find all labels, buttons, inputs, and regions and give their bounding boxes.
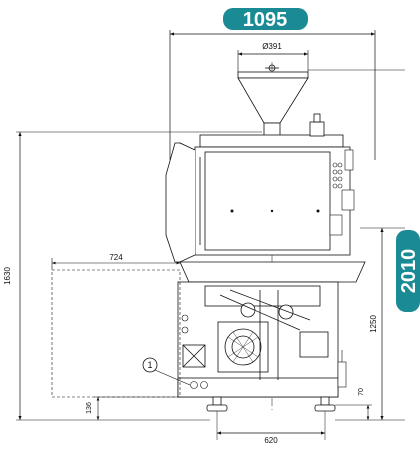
hopper xyxy=(237,64,309,138)
foot-offset-left-dimension: 136 xyxy=(86,396,180,420)
svg-text:136: 136 xyxy=(86,402,93,414)
right-side-components xyxy=(329,149,355,236)
upper-body xyxy=(165,113,351,263)
base-height-dimension: 1250 xyxy=(335,228,405,421)
svg-text:1: 1 xyxy=(147,360,152,370)
svg-text:1630: 1630 xyxy=(3,267,12,285)
overall-height-badge: 2010 xyxy=(396,230,420,312)
fan-grid xyxy=(227,331,259,363)
svg-text:1095: 1095 xyxy=(243,9,288,31)
hopper-diameter-dimension: Ø391 xyxy=(237,42,309,72)
overall-width-badge: 1095 xyxy=(223,8,308,31)
right-connector xyxy=(337,350,347,388)
foot-spacing-dimension: 620 xyxy=(216,411,326,445)
overall-width-dimension xyxy=(169,30,376,160)
callout-1: 1 xyxy=(142,357,191,386)
svg-text:1250: 1250 xyxy=(369,315,378,333)
total-height-dimension: 1630 xyxy=(3,131,262,421)
lower-body xyxy=(177,281,339,398)
svg-text:2010: 2010 xyxy=(398,249,420,294)
side-extension: 724 xyxy=(51,253,181,398)
svg-text:724: 724 xyxy=(109,253,123,262)
svg-text:70: 70 xyxy=(358,388,365,396)
feet xyxy=(206,396,336,412)
svg-text:Ø391: Ø391 xyxy=(262,42,282,51)
svg-text:620: 620 xyxy=(264,436,278,445)
middle-table xyxy=(179,261,366,283)
foot-offset-right-dimension: 70 xyxy=(335,388,372,420)
operator-buttons xyxy=(181,314,208,389)
